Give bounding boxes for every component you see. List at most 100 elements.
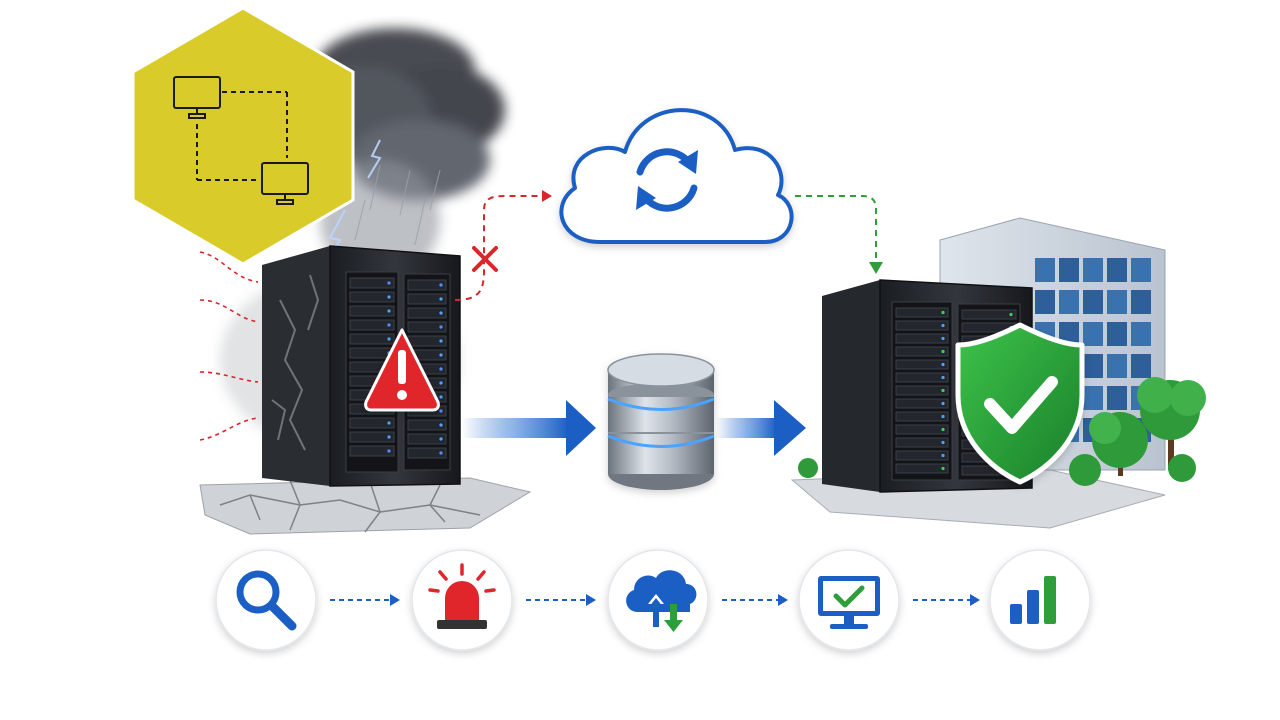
process-step-verify — [798, 549, 900, 651]
building-window — [1131, 290, 1151, 314]
building-window — [1035, 258, 1055, 282]
magnifier-icon — [236, 570, 297, 631]
recovery-site — [790, 217, 1206, 529]
server-unit — [895, 346, 949, 357]
server-unit — [895, 424, 949, 435]
building-window — [1131, 322, 1151, 346]
shield-check-icon — [955, 322, 1085, 485]
building-window — [1083, 258, 1103, 282]
server-unit — [349, 305, 395, 317]
status-led — [387, 323, 391, 327]
building-window — [1107, 386, 1127, 410]
server-unit — [349, 319, 395, 331]
arrow-to-recovery — [716, 400, 806, 456]
active-link-to-recovery — [795, 195, 883, 274]
status-led — [941, 466, 945, 471]
server-unit — [407, 307, 447, 319]
server-unit — [895, 385, 949, 396]
cloud-upload-download-icon — [626, 570, 697, 632]
status-led — [439, 311, 443, 315]
building-window — [1107, 290, 1127, 314]
status-led — [941, 310, 945, 315]
status-led — [439, 297, 443, 301]
server-unit — [895, 372, 949, 383]
status-led — [387, 281, 391, 285]
status-led — [941, 401, 945, 406]
server-unit — [407, 419, 447, 431]
status-led — [941, 440, 945, 445]
status-led — [1009, 312, 1013, 317]
server-unit — [895, 411, 949, 422]
rack-cracks — [271, 274, 320, 451]
process-step-restore — [607, 549, 709, 651]
building-window — [1059, 258, 1079, 282]
status-led — [439, 451, 443, 455]
server-unit — [895, 463, 949, 474]
building-window — [1107, 354, 1127, 378]
server-unit — [895, 307, 949, 318]
monitor-check-icon — [818, 576, 880, 629]
status-led — [387, 421, 391, 425]
status-led — [439, 353, 443, 357]
status-led — [941, 323, 945, 328]
server-unit — [349, 417, 395, 429]
status-led — [439, 283, 443, 287]
process-step-detect — [215, 549, 317, 651]
broken-link-to-cloud — [454, 190, 552, 301]
process-step-report — [989, 549, 1091, 651]
database-icon — [607, 353, 715, 490]
alarm-siren-icon — [428, 563, 496, 629]
status-led — [941, 362, 945, 367]
server-unit — [895, 398, 949, 409]
status-led — [439, 395, 443, 399]
server-unit — [895, 320, 949, 331]
building-window — [1083, 322, 1103, 346]
failed-server-rack — [262, 245, 461, 487]
server-unit — [349, 431, 395, 443]
network-topology-icon — [173, 76, 309, 205]
process-step-alert — [411, 549, 513, 651]
status-led — [439, 367, 443, 371]
building-window — [1131, 258, 1151, 282]
server-unit — [407, 321, 447, 333]
status-led — [941, 414, 945, 419]
building-window — [1083, 386, 1103, 410]
server-unit — [349, 277, 395, 289]
cracked-ground-icon — [199, 477, 532, 535]
status-led — [439, 381, 443, 385]
status-led — [439, 423, 443, 427]
server-unit — [407, 279, 447, 291]
status-led — [941, 427, 945, 432]
bar-chart-icon — [1010, 576, 1056, 624]
cloud-sync-node — [559, 108, 794, 244]
network-topology-hexagon — [131, 6, 355, 266]
status-led — [387, 449, 391, 453]
server-unit — [349, 445, 395, 457]
process-steps-row — [215, 549, 1091, 651]
status-led — [387, 295, 391, 299]
status-led — [941, 349, 945, 354]
building-window — [1083, 354, 1103, 378]
status-led — [387, 309, 391, 313]
status-led — [439, 437, 443, 441]
process-connector-arrowheads — [390, 594, 980, 606]
x-mark-icon — [472, 246, 498, 272]
status-led — [941, 375, 945, 380]
building-window — [1083, 290, 1103, 314]
server-unit — [407, 433, 447, 445]
status-led — [439, 339, 443, 343]
tree-icon — [798, 377, 1206, 486]
disruption-lines — [199, 251, 259, 441]
building-window — [1131, 354, 1151, 378]
building-window — [1035, 290, 1055, 314]
server-unit — [349, 333, 395, 345]
server-unit — [407, 293, 447, 305]
building-window — [1107, 258, 1127, 282]
server-unit — [349, 291, 395, 303]
server-unit — [961, 309, 1017, 320]
server-unit — [895, 333, 949, 344]
status-led — [941, 388, 945, 393]
warning-triangle-icon — [364, 328, 440, 412]
